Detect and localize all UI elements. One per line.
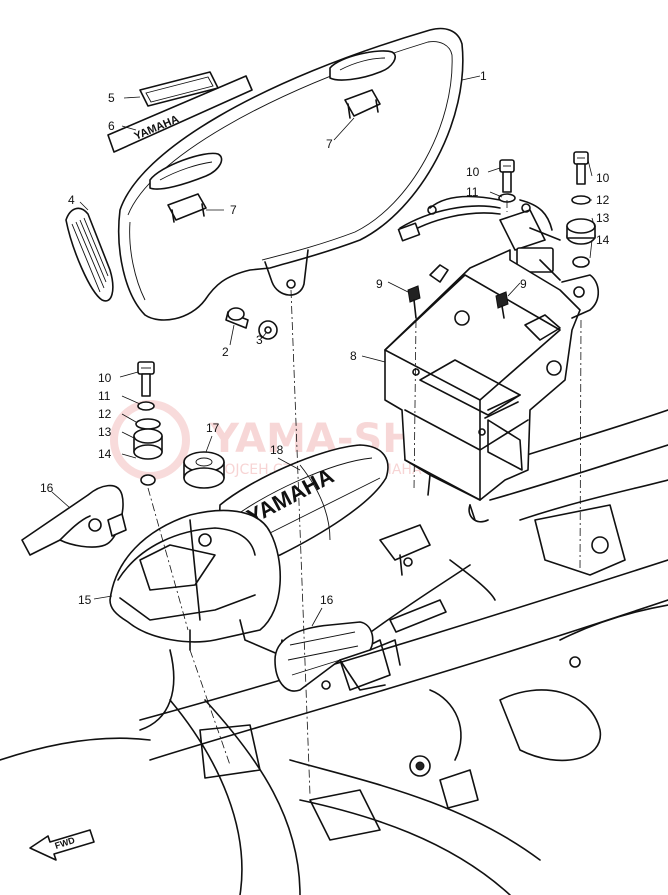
bolt-stack-upper-a bbox=[498, 159, 516, 203]
callout-13-right: 13 bbox=[596, 211, 610, 225]
callout-7-lower: 7 bbox=[230, 203, 237, 217]
wiring-harness bbox=[397, 195, 561, 281]
callout-14-right: 14 bbox=[596, 233, 610, 247]
callout-10-right: 10 bbox=[596, 171, 610, 185]
callout-16-left: 16 bbox=[40, 481, 54, 495]
bolt-stack-left bbox=[133, 361, 163, 486]
screw-and-washer bbox=[225, 307, 278, 340]
battery-box bbox=[384, 249, 600, 523]
leader-lines bbox=[51, 75, 596, 796]
callout-7-upper: 7 bbox=[326, 137, 333, 151]
callout-5: 5 bbox=[108, 91, 115, 105]
callout-13-left: 13 bbox=[98, 425, 112, 439]
callout-1: 1 bbox=[480, 69, 487, 83]
callout-3: 3 bbox=[256, 333, 263, 347]
callout-10-left: 10 bbox=[98, 371, 112, 385]
callout-11-left: 11 bbox=[98, 389, 111, 403]
louver-panel bbox=[65, 207, 114, 302]
callout-9-left: 9 bbox=[376, 277, 383, 291]
callout-16-right: 16 bbox=[320, 593, 334, 607]
callouts: 1 5 6 7 4 7 2 3 10 11 9 9 10 12 13 14 8 … bbox=[40, 69, 610, 607]
front-direction-arrow: FWD bbox=[29, 829, 95, 861]
callout-10-upper: 10 bbox=[466, 165, 480, 179]
frame-bolt bbox=[415, 761, 425, 771]
mount-bracket-left bbox=[21, 484, 127, 556]
callout-14-left: 14 bbox=[98, 447, 112, 461]
callout-4: 4 bbox=[68, 193, 75, 207]
cover-housing bbox=[109, 509, 283, 656]
callout-9-right: 9 bbox=[520, 277, 527, 291]
callout-6: 6 bbox=[108, 119, 115, 133]
label-plate bbox=[139, 71, 219, 107]
callout-2: 2 bbox=[222, 345, 229, 359]
grommets bbox=[167, 89, 381, 223]
battery-bolts bbox=[407, 285, 509, 319]
mount-bracket-right bbox=[274, 621, 401, 692]
rubber-mount bbox=[183, 451, 225, 489]
callout-12-left: 12 bbox=[98, 407, 112, 421]
side-cover: YAMAHA bbox=[107, 27, 464, 321]
callout-12-right: 12 bbox=[596, 193, 610, 207]
callout-18: 18 bbox=[270, 443, 284, 457]
frame-mount-hole bbox=[409, 755, 431, 777]
callout-15: 15 bbox=[78, 593, 92, 607]
callout-11-upper: 11 bbox=[466, 185, 479, 199]
bolt-stack-upper-b bbox=[566, 151, 596, 268]
callout-17: 17 bbox=[206, 421, 220, 435]
callout-8: 8 bbox=[350, 349, 357, 363]
